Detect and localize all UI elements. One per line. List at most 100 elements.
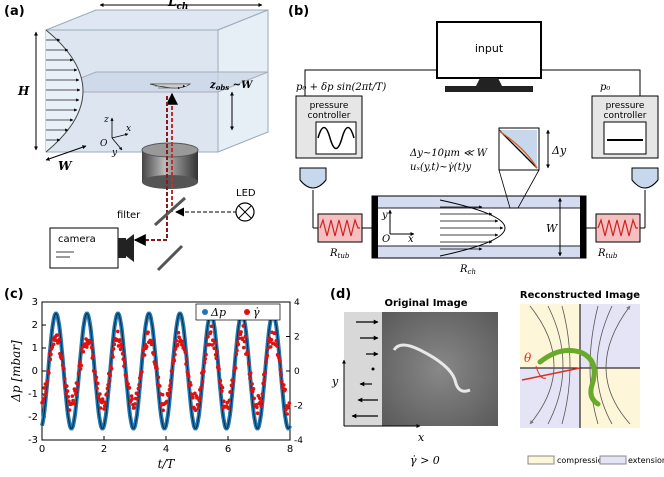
series-gamma-point xyxy=(48,357,53,362)
input-label: input xyxy=(475,42,504,55)
series-gamma-point xyxy=(257,396,262,401)
dy-label: Δy xyxy=(551,144,567,157)
series-gamma-point xyxy=(74,392,78,397)
panel-d: (d) Original Image x y γ̇ > 0 Reconstruc… xyxy=(330,287,664,467)
series-gamma-point xyxy=(260,392,265,396)
series-gamma-point xyxy=(268,345,273,349)
series-gamma-point xyxy=(85,345,89,349)
series-gamma-point xyxy=(71,401,76,406)
camera-label: camera xyxy=(58,234,96,245)
camera-lens xyxy=(126,234,134,262)
series-gamma-point xyxy=(186,374,191,379)
series-gamma-point xyxy=(158,384,162,388)
series-gamma-point xyxy=(103,400,108,405)
series-gamma-point xyxy=(275,344,279,348)
series-gamma-point xyxy=(138,373,143,378)
legend-box xyxy=(195,303,281,321)
led-label: LED xyxy=(236,188,256,199)
series-gamma-point xyxy=(118,338,122,342)
velocity-profile-arrows xyxy=(46,38,81,142)
legend-extension-label: extension xyxy=(628,456,664,465)
series-gamma-point xyxy=(51,342,56,347)
fiber-reconstructed xyxy=(537,347,601,407)
fiber-original xyxy=(392,343,471,393)
series-gamma-point xyxy=(102,404,107,408)
legend-dp-marker xyxy=(202,309,208,315)
series-gamma-point xyxy=(231,379,236,383)
series-gamma-point xyxy=(269,337,274,342)
series-gamma-point xyxy=(167,387,172,392)
axis-y-b: y xyxy=(381,210,388,221)
axis-o-a: O xyxy=(100,139,108,149)
series-gamma-point xyxy=(126,382,130,386)
series-gamma-point xyxy=(242,339,247,344)
series-gamma-point xyxy=(274,339,279,343)
series-gamma-point xyxy=(234,352,239,357)
series-gamma-point xyxy=(167,393,171,397)
right-reservoir xyxy=(631,167,659,189)
axis-y-a: y xyxy=(111,148,118,158)
series-gamma-point xyxy=(226,406,231,411)
series-gamma-point xyxy=(263,370,268,375)
series-gamma-point xyxy=(204,352,208,357)
series-gamma-point xyxy=(89,340,93,345)
orientation-line xyxy=(521,367,581,381)
series-gamma-point xyxy=(49,352,53,357)
axis-y-d: y xyxy=(331,375,339,388)
velocity-profile-curve xyxy=(45,29,84,153)
series-gamma-point xyxy=(183,350,188,355)
series-gamma-point xyxy=(111,355,115,359)
series-gamma-point xyxy=(71,398,75,403)
series-gamma-point xyxy=(62,366,66,371)
series-gamma-point xyxy=(173,352,177,357)
theta-label: θ xyxy=(524,351,532,365)
series-gamma-point xyxy=(248,376,252,381)
axis-x-b: x xyxy=(408,234,414,245)
series-gamma-point xyxy=(60,354,64,359)
series-gamma-point xyxy=(262,377,267,382)
series-gamma-point xyxy=(164,399,169,404)
right-rtub-label: Rtub xyxy=(597,248,618,260)
panel-label-b: (b) xyxy=(288,4,309,19)
wire-right xyxy=(541,69,641,108)
monitor-stand xyxy=(476,78,502,86)
legend-compression-label: compression xyxy=(557,456,608,465)
series-gamma-point xyxy=(120,351,125,356)
series-gamma-point xyxy=(75,388,79,392)
series-gamma-point xyxy=(209,324,214,329)
axes-a xyxy=(110,117,129,151)
series-gamma-point xyxy=(91,353,95,358)
y-tick-label: 1 xyxy=(32,343,38,354)
y-tick-label: 2 xyxy=(32,320,38,331)
series-gamma-point xyxy=(112,342,117,347)
series-gamma-point xyxy=(260,399,264,404)
series-gamma-point xyxy=(105,386,110,391)
x-tick-label: 2 xyxy=(101,444,107,455)
series-gamma-point xyxy=(241,324,245,328)
x-tick-label: 0 xyxy=(39,444,45,455)
series-gamma-point xyxy=(140,370,144,374)
series-gamma-point xyxy=(259,404,263,408)
objective-top xyxy=(141,142,199,158)
dy-note: Δy~10μm ≪ W xyxy=(409,148,488,159)
series-gamma-point xyxy=(246,352,250,356)
axis-x-d: x xyxy=(418,431,425,444)
series-gamma-point xyxy=(286,404,291,409)
series-gamma-point xyxy=(287,401,292,405)
series-gamma-point xyxy=(43,393,47,397)
channel-profile-arrows xyxy=(440,205,504,251)
series-gamma-point xyxy=(255,405,259,410)
x-tick-label: 4 xyxy=(163,444,169,455)
series-gamma-point xyxy=(98,406,103,410)
series-gamma-point xyxy=(170,369,174,373)
series-gamma-point xyxy=(109,366,114,371)
w-dimension xyxy=(45,145,87,161)
series-gamma-point xyxy=(207,342,212,347)
series-gamma-point xyxy=(47,371,51,375)
series-gamma-point xyxy=(132,405,137,410)
series-gamma-point xyxy=(111,347,116,351)
y2-tick-label: -2 xyxy=(294,402,303,412)
series-gamma-point xyxy=(76,382,80,386)
series-gamma-point xyxy=(285,412,290,416)
